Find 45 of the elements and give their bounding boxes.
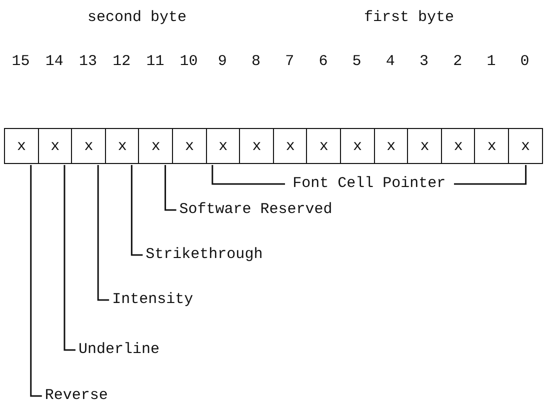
bit-cell: x xyxy=(206,128,241,164)
bit-number: 14 xyxy=(45,53,64,71)
bit-cell: x xyxy=(104,128,140,164)
bit-cell: x xyxy=(508,128,544,164)
bit-cell: x xyxy=(440,128,476,164)
bit-number: 7 xyxy=(285,53,294,71)
leader-line xyxy=(97,165,110,301)
bit-cell: x xyxy=(38,128,73,164)
bit-cell: x xyxy=(4,128,40,164)
leader-line xyxy=(130,165,143,256)
field-label: Intensity xyxy=(112,291,194,309)
bit-number: 10 xyxy=(180,53,198,71)
bit-cell: x xyxy=(71,128,106,164)
bit-cell: x xyxy=(474,128,510,164)
bit-cell: x xyxy=(340,128,376,164)
bit-number: 5 xyxy=(352,53,362,71)
bit-cell: x xyxy=(407,128,442,164)
bit-number: 0 xyxy=(520,53,530,71)
byte-label: first byte xyxy=(364,9,454,27)
bit-number: 8 xyxy=(252,53,261,71)
leader-line xyxy=(30,165,42,397)
leader-line xyxy=(64,165,76,351)
bracket-label: Font Cell Pointer xyxy=(292,175,446,193)
bit-number: 13 xyxy=(79,53,98,71)
bit-cell: x xyxy=(172,128,208,164)
bit-number: 3 xyxy=(420,53,429,71)
bit-cell: x xyxy=(239,128,274,164)
bit-number: 2 xyxy=(453,53,462,71)
field-label: Reverse xyxy=(44,387,108,405)
bit-number: 12 xyxy=(112,53,131,71)
byte-label: second byte xyxy=(88,9,187,27)
bit-number: 15 xyxy=(12,53,30,71)
field-label: Strikethrough xyxy=(146,246,263,264)
bit-number: 4 xyxy=(386,53,395,71)
bit-number: 1 xyxy=(486,53,496,71)
leader-line xyxy=(164,165,176,211)
bit-cell: x xyxy=(272,128,308,164)
bit-number: 6 xyxy=(318,53,328,71)
field-label: Underline xyxy=(78,341,160,359)
field-label: Software Reserved xyxy=(179,201,332,219)
bit-number: 11 xyxy=(146,53,164,71)
bit-cell: x xyxy=(306,128,342,164)
bit-cell: x xyxy=(138,128,174,164)
bit-cell: x xyxy=(374,128,409,164)
bit-number: 9 xyxy=(218,53,227,71)
